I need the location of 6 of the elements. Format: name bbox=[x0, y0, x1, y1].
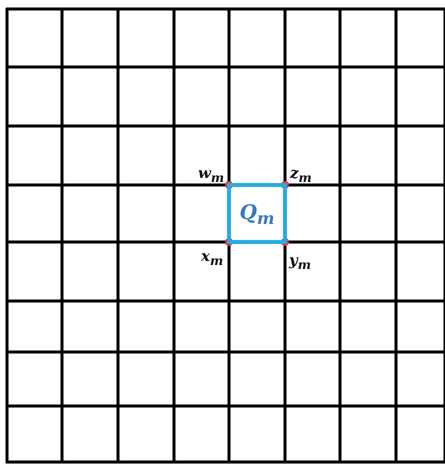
highlighted-cell bbox=[227, 183, 287, 244]
corner-label: y$_{m}$ bbox=[289, 252, 311, 273]
corner-label: z$_{m}$ bbox=[290, 165, 312, 186]
cell-label: Q$_{m}$ bbox=[239, 200, 275, 228]
corner-label: w$_{m}$ bbox=[198, 165, 224, 186]
corner-label: x$_{m}$ bbox=[201, 248, 224, 269]
